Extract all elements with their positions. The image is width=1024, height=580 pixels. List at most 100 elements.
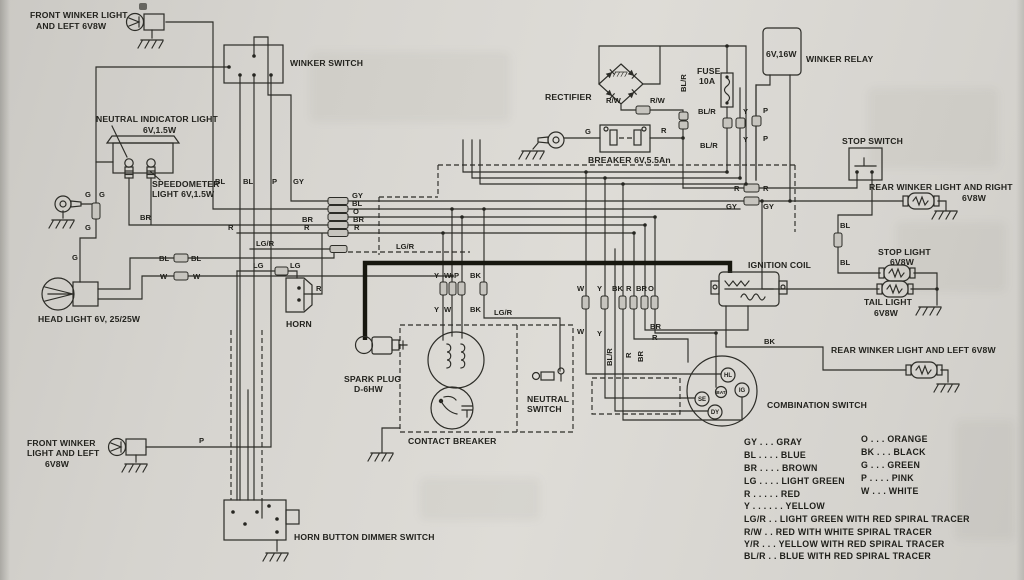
combination-terminal-circle [720,367,736,383]
rear-winker-light-left [905,361,960,393]
combination-terminal-circle [714,385,728,399]
wire-color-label: R [354,223,360,232]
wire-color-label: BL/R [679,74,688,92]
wire-color-label: R [661,126,667,135]
stop-light [878,264,916,282]
component-label: 10A [699,76,715,86]
neutral-indicator-and-speedometer-lights [105,135,181,179]
wire-color-label: BK [612,284,623,293]
component-label: SWITCH [527,404,562,414]
legend-entry: Y . . . . . . YELLOW [744,501,825,511]
legend-entry: W . . . WHITE [861,486,919,496]
wire-color-label: P [763,134,768,143]
wire-color-label: BR [636,284,647,293]
legend-entry: P . . . . PINK [861,473,914,483]
wire-color-label: Y [597,329,602,338]
component-label: HORN [286,319,312,329]
combination-terminal-label: BAT [716,390,726,396]
component-label: LIGHT 6V,1.5W [152,189,215,199]
component-label: RECTIFIER [545,92,592,102]
wire-color-label: BR [302,215,313,224]
component-label: WINKER SWITCH [290,58,363,68]
legend-entry: BL/R . . BLUE WITH RED SPIRAL TRACER [744,551,932,561]
winker-switch [223,44,284,84]
scan-speck [139,3,147,10]
head-light [41,277,99,311]
wire-color-label: R/W [650,96,666,105]
wire-color-label: R/W [606,96,622,105]
wire-color-label: P [199,436,204,445]
wire-color-label: G [72,253,78,262]
wire-color-label: R [734,184,740,193]
front-winker-light-bottom [107,437,148,473]
legend-entry: BL . . . . BLUE [744,450,807,460]
combination-terminal-label: IG [739,388,746,394]
wire-color-label: BL [840,258,850,267]
wire-color-label: W [444,305,452,314]
horn-button-dimmer-switch [223,499,300,562]
component-label: D-6HW [354,384,384,394]
component-label: NEUTRAL INDICATOR LIGHT [96,114,218,124]
wire-color-label: BR [353,215,364,224]
wire-color-label: O [648,284,654,293]
wire-color-label: LG/R [256,239,275,248]
wire-color-label: R [304,223,310,232]
wire-color-label: R [228,223,234,232]
wire-color-label: BL [191,254,201,263]
component-label: SPARK PLUG [344,374,401,384]
wire-color-label: BL [352,199,362,208]
wire-color-label: P [763,106,768,115]
component-label: FUSE [697,66,721,76]
breaker [599,124,651,153]
wire-color-label: O [353,207,359,216]
component-label: 6V,16W [766,49,797,59]
component-label: STOP SWITCH [842,136,903,146]
wire-color-label: W [444,271,452,280]
wire-color-label: BK [470,305,481,314]
component-label: HORN BUTTON DIMMER SWITCH [294,532,435,542]
legend-entry: LG/R . . LIGHT GREEN WITH RED SPIRAL TRA… [744,514,970,524]
component-label: BREAKER 6V,5.5An [588,155,671,165]
wire-color-label: LG/R [396,242,415,251]
combination-terminal-label: DY [711,410,719,416]
winker-relay [762,27,802,76]
scan-smudge [310,52,510,122]
wire-color-label: BL/R [605,348,614,366]
combination-terminal-label: HL [724,373,732,379]
wire-color-label: LG [253,261,264,270]
wire-color-label: P [454,271,459,280]
scan-smudge [420,478,540,520]
wire-color-label: BL/R [698,107,716,116]
wire-color-label: GY [726,202,737,211]
contact-breaker [367,331,485,462]
wire-color-label: W [577,327,585,336]
fuse [720,72,734,108]
scan-smudge [955,420,1015,540]
wire-color-label: BR [650,322,661,331]
wire-color-label: BL [159,254,169,263]
component-label: FRONT WINKER LIGHT [30,10,128,20]
stop-switch [848,147,883,181]
scan-edge-shadow [0,0,10,580]
wire-color-label: GY [352,191,363,200]
component-label: SPEEDOMETER [152,179,220,189]
wire-color-label: BK [470,271,481,280]
component-label: REAR WINKER LIGHT AND RIGHT [869,182,1013,192]
wire-color-label: BL [215,177,225,186]
component-label: 6V8W [962,193,987,203]
neutral-switch [531,367,565,382]
wire-color-label: GY [293,177,304,186]
legend-entry: O . . . ORANGE [861,434,928,444]
legend-entry: R . . . . . RED [744,489,801,499]
wire-color-label: BL/R [700,141,718,150]
wire-color-label: R [626,284,632,293]
wire-color-label: R [763,184,769,193]
rectifier [598,63,651,115]
wire-color-label: Y [434,271,439,280]
combination-switch [686,355,758,427]
component-label: 6V,1.5W [143,125,177,135]
wire-color-label: G [99,190,105,199]
wire-color-label: Y [743,107,748,116]
wire-color-label: BL [243,177,253,186]
